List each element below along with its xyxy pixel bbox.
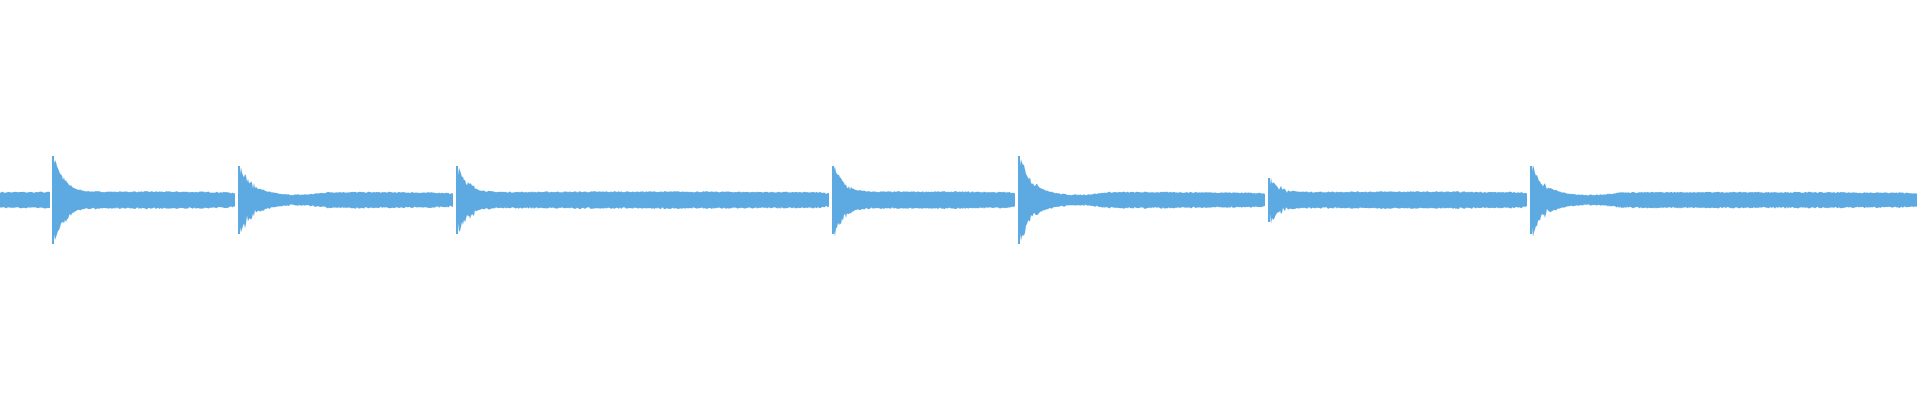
waveform-segment [1268,177,1527,224]
waveform-lead-in [0,191,50,209]
waveform-segment [1018,159,1265,241]
waveform-segment [456,167,829,232]
waveform-segment [238,167,453,233]
waveform-segment [52,160,235,240]
waveform-segment [832,166,1015,237]
waveform-segment [1530,165,1917,237]
